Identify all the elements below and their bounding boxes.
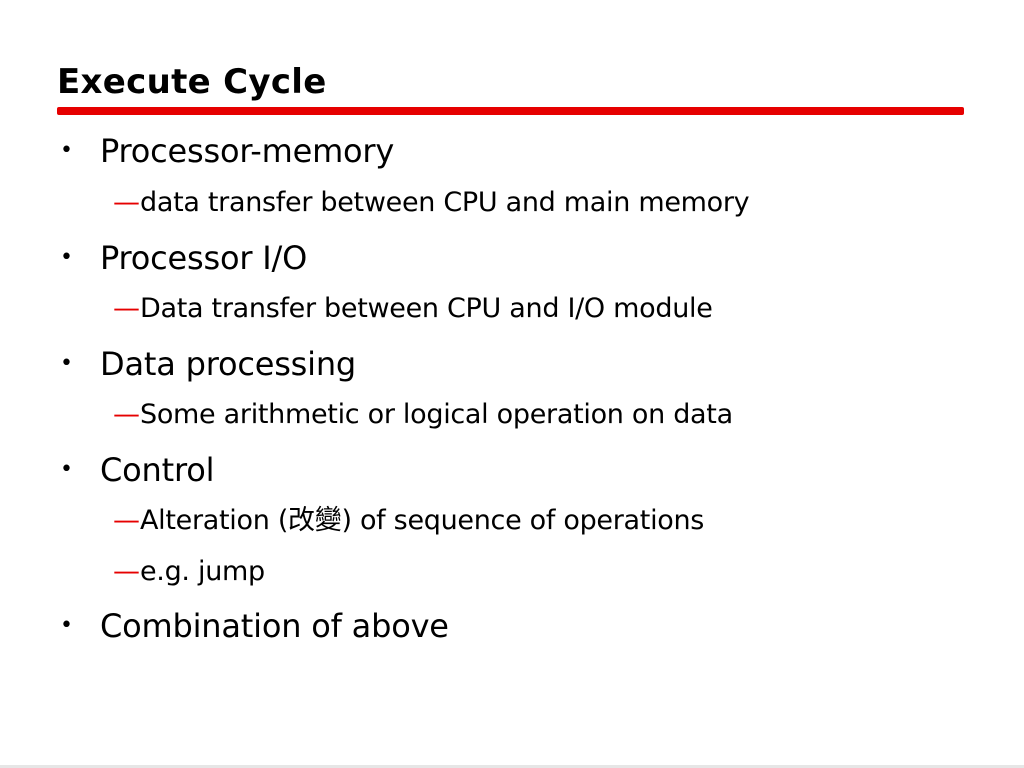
sub-item-label: Alteration (改變) of sequence of operation… xyxy=(140,505,705,536)
sub-item-label: Data transfer between CPU and I/O module xyxy=(140,293,713,324)
bullet-label: Data processing xyxy=(100,345,357,383)
bullet-item-data-processing: • Data processing xyxy=(60,344,356,384)
dash-icon: — xyxy=(113,293,140,324)
sub-item-jump-example: — e.g. jump xyxy=(113,555,265,589)
bullet-icon: • xyxy=(60,138,73,163)
bullet-item-combination: • Combination of above xyxy=(60,606,449,646)
bottom-divider xyxy=(0,765,1024,768)
bullet-item-processor-memory: • Processor-memory xyxy=(60,131,394,171)
sub-item-label: e.g. jump xyxy=(140,556,265,587)
dash-icon: — xyxy=(113,399,140,430)
bullet-label: Processor I/O xyxy=(100,239,308,277)
bullet-item-control: • Control xyxy=(60,450,214,490)
bullet-icon: • xyxy=(60,245,73,270)
slide-title: Execute Cycle xyxy=(57,62,327,102)
sub-item-arithmetic-logical: — Some arithmetic or logical operation o… xyxy=(113,398,733,432)
bullet-icon: • xyxy=(60,457,73,482)
bullet-label: Control xyxy=(100,451,215,489)
title-underline xyxy=(57,107,964,115)
sub-item-label: Some arithmetic or logical operation on … xyxy=(140,399,733,430)
bullet-label: Processor-memory xyxy=(100,132,395,170)
sub-item-alteration: — Alteration (改變) of sequence of operati… xyxy=(113,504,704,538)
sub-item-cpu-io-transfer: — Data transfer between CPU and I/O modu… xyxy=(113,292,713,326)
bullet-item-processor-io: • Processor I/O xyxy=(60,238,307,278)
bullet-icon: • xyxy=(60,351,73,376)
sub-item-label: data transfer between CPU and main memor… xyxy=(140,187,750,218)
sub-item-cpu-memory-transfer: — data transfer between CPU and main mem… xyxy=(113,186,750,220)
dash-icon: — xyxy=(113,187,140,218)
dash-icon: — xyxy=(113,556,140,587)
bullet-label: Combination of above xyxy=(100,607,449,645)
dash-icon: — xyxy=(113,505,140,536)
bullet-icon: • xyxy=(60,613,73,638)
